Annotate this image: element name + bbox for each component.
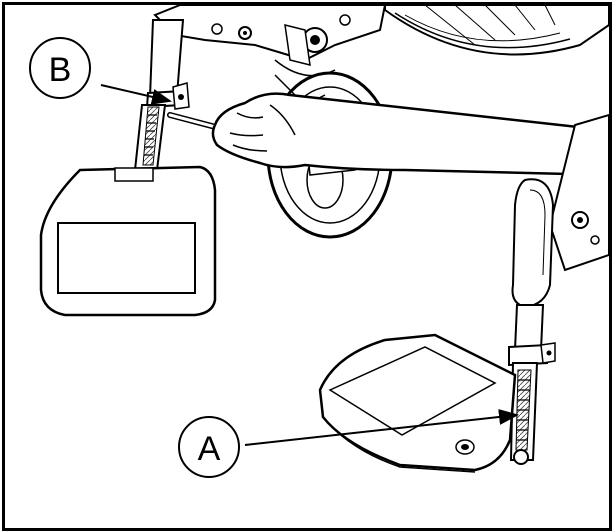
hand-with-wrench	[167, 92, 609, 177]
frame-hardware	[153, 5, 387, 77]
rear-wheel	[384, 5, 609, 56]
right-hanger-assembly	[508, 113, 609, 465]
right-footplate	[318, 333, 517, 473]
callout-a: A	[178, 409, 519, 478]
callout-b-label: B	[49, 51, 72, 89]
wheelchair-footrest-illustration: B A	[29, 5, 609, 478]
left-footplate	[39, 165, 217, 317]
callout-b: B	[29, 37, 172, 105]
callout-a-label: A	[198, 430, 221, 468]
